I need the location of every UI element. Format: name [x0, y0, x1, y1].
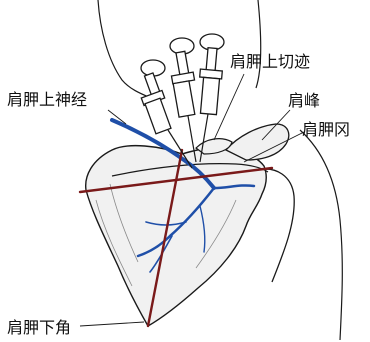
shoulder-outline — [300, 130, 342, 340]
syringe-middle — [170, 38, 196, 162]
label-suprascapular-nerve: 肩胛上神经 — [7, 91, 87, 109]
label-suprascapular-notch: 肩胛上切迹 — [230, 53, 310, 71]
label-inferior-angle: 肩胛下角 — [7, 319, 71, 337]
leader-inferior-angle — [80, 322, 144, 326]
acromion-process — [226, 124, 289, 160]
label-acromion: 肩峰 — [288, 92, 320, 110]
label-scapular-notch: 肩胛冈 — [302, 121, 350, 139]
neck-right-outline — [256, 0, 261, 88]
scapula — [86, 124, 295, 326]
